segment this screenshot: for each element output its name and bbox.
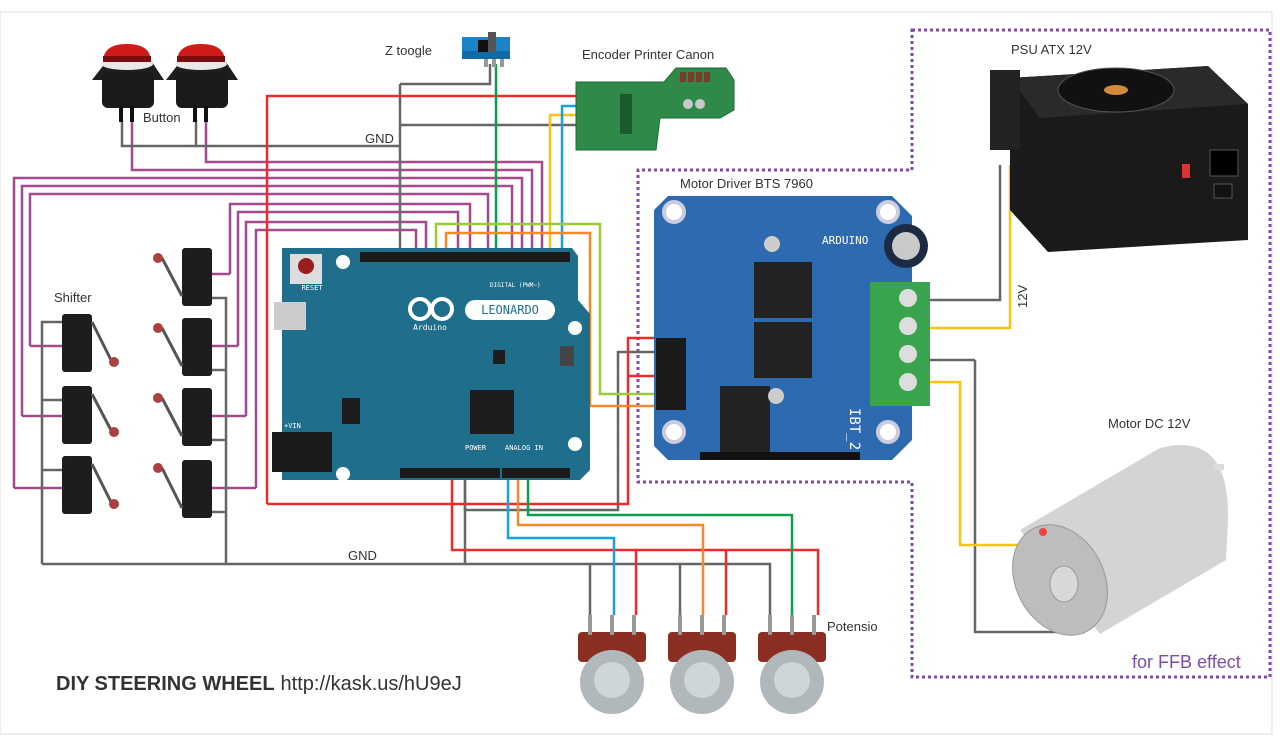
motor-dc-label: Motor DC 12V — [1108, 416, 1191, 431]
gnd-top-label: GND — [365, 131, 394, 146]
psu-label: PSU ATX 12V — [1011, 42, 1092, 57]
title-url: http://kask.us/hU9eJ — [281, 673, 462, 695]
digital-label: DIGITAL (PWM~) — [490, 282, 541, 289]
potensio-label: Potensio — [827, 619, 878, 634]
microswitch — [182, 248, 212, 306]
push-button-1 — [92, 44, 164, 122]
reset-label: RESET — [301, 284, 323, 292]
shifter-switches — [62, 248, 212, 518]
potentiometer — [668, 615, 736, 714]
microswitch — [62, 386, 92, 444]
potentiometers — [578, 615, 826, 714]
12v-label: 12V — [1015, 285, 1030, 308]
microswitch — [182, 388, 212, 446]
gnd-bottom-label: GND — [348, 548, 377, 563]
potentiometer — [758, 615, 826, 714]
motor-driver-bts7960 — [654, 196, 930, 460]
z-toggle-switch — [462, 32, 510, 67]
z-toggle-label: Z toogle — [385, 43, 432, 58]
wire-shifter-r4 — [254, 228, 418, 488]
wire-shifter-r3 — [244, 220, 428, 416]
driver-model: IBT_2 — [846, 408, 862, 450]
encoder-label: Encoder Printer Canon — [582, 47, 714, 62]
page-title: DIY STEERING WHEEL http://kask.us/hU9eJ — [56, 673, 462, 695]
analog-label: ANALOG IN — [505, 444, 543, 452]
psu-atx — [990, 66, 1248, 252]
motor-driver-label: Motor Driver BTS 7960 — [680, 176, 813, 191]
title-bold: DIY STEERING WHEEL — [56, 673, 275, 695]
wires — [12, 64, 1085, 634]
microswitch — [62, 456, 92, 514]
power-label: POWER — [465, 444, 487, 452]
page-frame — [0, 11, 1273, 735]
driver-brand: ARDUINO — [822, 234, 868, 247]
microswitch — [182, 318, 212, 376]
arduino-leonardo — [272, 248, 590, 481]
microswitch — [62, 314, 92, 372]
wire-shifter-r1 — [228, 202, 472, 274]
encoder-pcb — [575, 67, 735, 151]
shifter-label: Shifter — [54, 290, 92, 305]
arduino-model: LEONARDO — [481, 303, 539, 317]
microswitch — [182, 460, 212, 518]
ffb-label: for FFB effect — [1132, 652, 1241, 672]
push-button-2 — [166, 44, 238, 122]
arduino-brand: Arduino — [413, 323, 447, 332]
potentiometer — [578, 615, 646, 714]
dc-motor — [1012, 445, 1229, 636]
wire-button2 — [204, 120, 544, 252]
button-label: Button — [143, 110, 181, 125]
vin-label: +VIN — [284, 422, 301, 430]
